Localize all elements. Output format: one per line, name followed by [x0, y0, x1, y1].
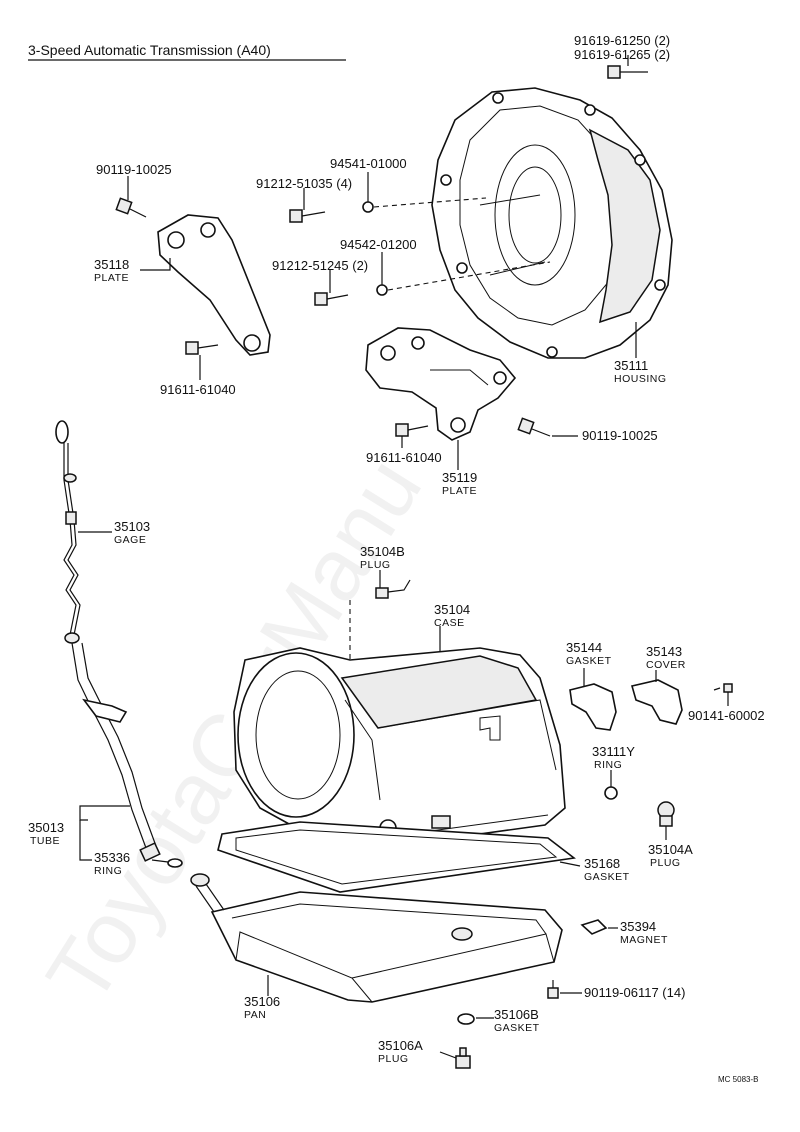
- callout-91611-61040-left: 91611-61040: [160, 382, 236, 397]
- part-number: 35143: [646, 644, 682, 659]
- callout-33111y: 33111Y RING: [592, 744, 635, 771]
- part-number: 35336: [94, 850, 130, 865]
- callout-35104b: 35104B PLUG: [360, 544, 405, 571]
- callout-35119: 35119 PLATE: [442, 470, 477, 497]
- housing-35111-drawing: [431, 87, 673, 359]
- gasket-35144-drawing: [569, 683, 617, 731]
- callout-35394: 35394 MAGNET: [620, 919, 668, 946]
- part-number: 35104A: [648, 842, 693, 857]
- callout-35106b: 35106B GASKET: [494, 1007, 540, 1034]
- part-number: 91619-61265 (2): [574, 47, 670, 62]
- callout-35336: 35336 RING: [94, 850, 130, 877]
- callout-91212-51245: 91212-51245 (2): [272, 258, 368, 273]
- callout-35106a: 35106A PLUG: [378, 1038, 423, 1065]
- diagram-code: MC 5083-B: [718, 1075, 758, 1084]
- magnet-35394-drawing: [580, 919, 608, 935]
- callout-35144: 35144 GASKET: [566, 640, 612, 667]
- part-name: GAGE: [114, 534, 146, 546]
- callout-35104a: 35104A PLUG: [648, 842, 693, 869]
- case-35104-drawing: [233, 647, 566, 853]
- callout-94542-01200: 94542-01200: [340, 237, 417, 252]
- callout-91619-61265: 91619-61265 (2): [574, 47, 670, 62]
- part-number: 35144: [566, 640, 602, 655]
- part-number: 90119-10025: [96, 162, 172, 177]
- leader-lines: [78, 55, 729, 1059]
- cover-35143-drawing: [630, 679, 683, 725]
- gasket-35106b-drawing: [457, 1013, 475, 1025]
- part-name: TUBE: [30, 835, 60, 847]
- part-name: MAGNET: [620, 934, 668, 946]
- callout-35143: 35143 COVER: [646, 644, 686, 671]
- part-name: COVER: [646, 659, 686, 671]
- part-number: 35013: [28, 820, 64, 835]
- part-name: PLUG: [650, 857, 681, 869]
- part-name: PLATE: [94, 272, 129, 284]
- part-number: 35104B: [360, 544, 405, 559]
- plug-35104b-drawing: [375, 579, 411, 599]
- part-name: RING: [594, 759, 622, 771]
- callout-91619-61250: 91619-61250 (2): [574, 33, 670, 48]
- part-name: GASKET: [494, 1022, 540, 1034]
- part-number: 35103: [114, 519, 150, 534]
- plate-35119-drawing: [365, 327, 517, 441]
- part-number: 94541-01000: [330, 156, 407, 171]
- part-name: RING: [94, 865, 122, 877]
- plug-35104a-drawing: [657, 801, 675, 827]
- part-number: 35119: [442, 470, 477, 485]
- part-number: 91212-51245 (2): [272, 258, 368, 273]
- part-number: 90141-60002: [688, 708, 765, 723]
- part-number: 35104: [434, 602, 470, 617]
- part-name: GASKET: [566, 655, 612, 667]
- part-number: 91611-61040: [160, 382, 236, 397]
- part-number: 35106: [244, 994, 280, 1009]
- part-number: 35106B: [494, 1007, 539, 1022]
- callout-35104: 35104 CASE: [434, 602, 470, 629]
- part-number: 91619-61250 (2): [574, 33, 670, 48]
- part-name: HOUSING: [614, 373, 667, 385]
- diagram-title: 3-Speed Automatic Transmission (A40): [28, 42, 271, 58]
- part-name: PLATE: [442, 485, 477, 497]
- part-name: GASKET: [584, 871, 630, 883]
- part-number: 35106A: [378, 1038, 423, 1053]
- callout-94541-01000: 94541-01000: [330, 156, 407, 171]
- bolts-upper: [115, 65, 648, 437]
- callout-35111: 35111 HOUSING: [614, 358, 667, 385]
- callout-91212-51035: 91212-51035 (4): [256, 176, 352, 191]
- part-number: 91212-51035 (4): [256, 176, 352, 191]
- callout-35103: 35103 GAGE: [114, 519, 150, 546]
- ring-33111y-drawing: [604, 786, 618, 800]
- part-name: PAN: [244, 1009, 266, 1021]
- callout-35013: 35013 TUBE: [28, 820, 64, 847]
- callout-35168: 35168 GASKET: [584, 856, 630, 883]
- assembly-line-2: [387, 261, 551, 291]
- part-name: PLUG: [378, 1053, 409, 1065]
- callout-91611-61040-center: 91611-61040: [366, 450, 442, 465]
- part-number: 33111Y: [592, 744, 635, 759]
- bolt-90119-06117-drawing: [547, 980, 559, 999]
- assembly-line-1: [373, 197, 487, 208]
- plate-35118-drawing: [157, 214, 271, 356]
- part-number: 94542-01200: [340, 237, 417, 252]
- part-number: 35168: [584, 856, 620, 871]
- part-number: 90119-10025: [582, 428, 658, 443]
- callout-90141-60002: 90141-60002: [688, 708, 765, 723]
- callout-35118: 35118 PLATE: [94, 257, 129, 284]
- callout-35106: 35106 PAN: [244, 994, 280, 1021]
- part-number: 35111: [614, 358, 648, 373]
- bolt-90141-drawing: [713, 683, 733, 693]
- callout-90119-06117: 90119-06117 (14): [584, 985, 685, 1000]
- plug-35106a-drawing: [455, 1047, 471, 1069]
- pan-35106-drawing: [190, 873, 563, 1003]
- gasket-35168-drawing: [217, 821, 576, 893]
- part-name: CASE: [434, 617, 465, 629]
- gage-and-tube-drawing: [55, 420, 183, 868]
- part-number: 91611-61040: [366, 450, 442, 465]
- part-number: 35394: [620, 919, 656, 934]
- part-number: 90119-06117 (14): [584, 985, 685, 1000]
- part-name: PLUG: [360, 559, 391, 571]
- part-number: 35118: [94, 257, 129, 272]
- callout-90119-10025-left: 90119-10025: [96, 162, 172, 177]
- callout-90119-10025-right: 90119-10025: [582, 428, 658, 443]
